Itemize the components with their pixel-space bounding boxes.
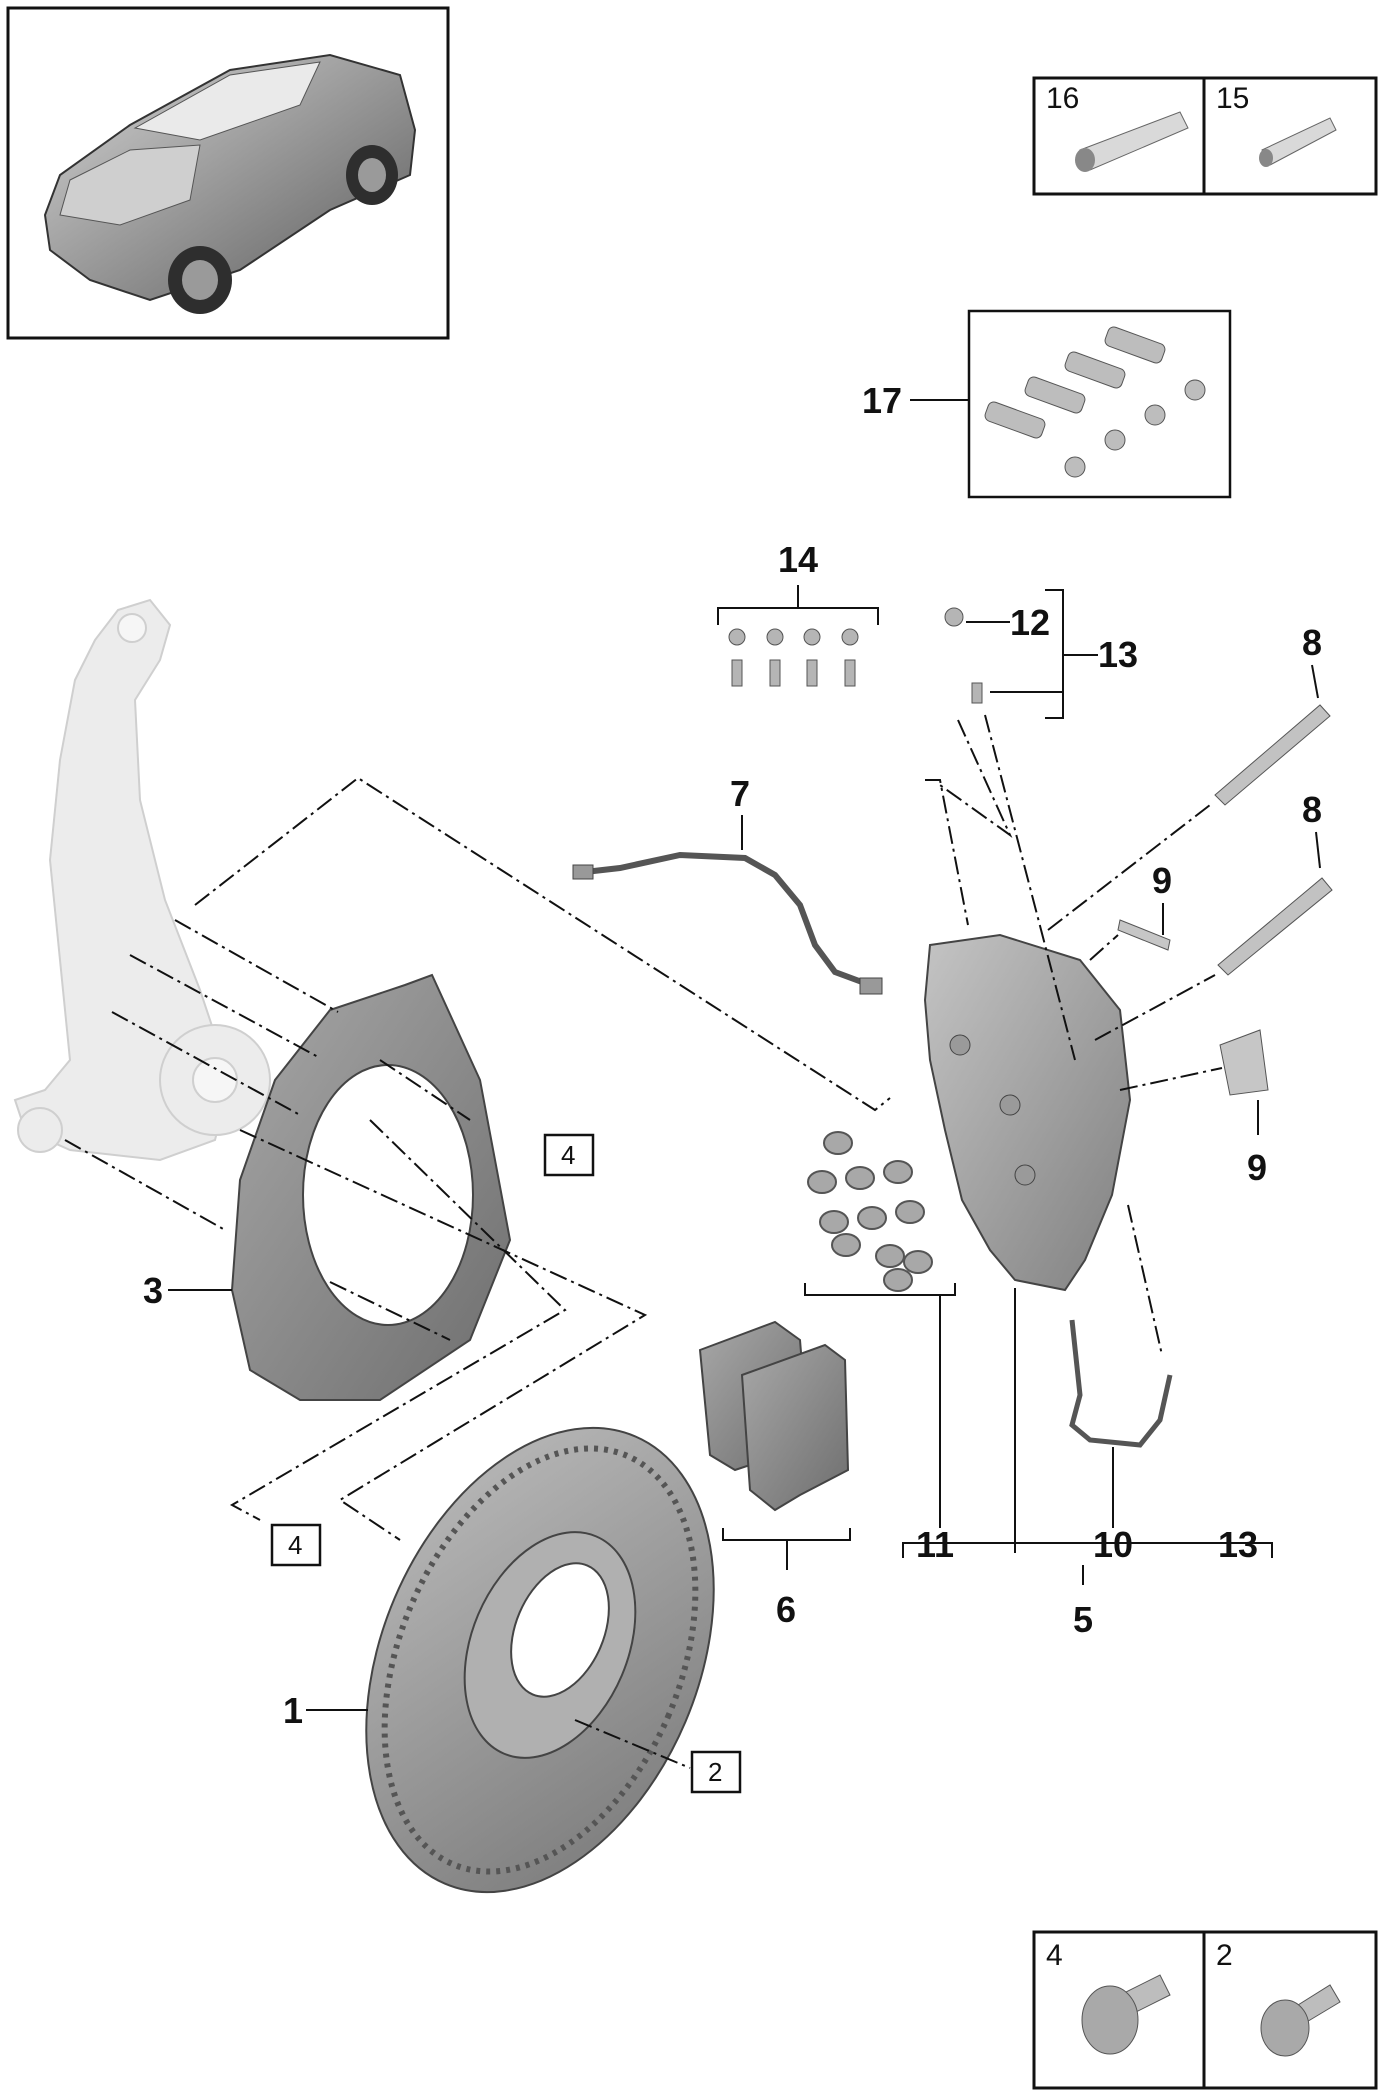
callout-6: 6 [776,1589,796,1630]
torx-screw-icon [1260,1984,1341,2057]
callout-9-top: 9 [1152,860,1172,901]
spring-clips-9: 9 9 [1117,860,1269,1188]
callout-1: 1 [283,1690,303,1731]
brake-caliper [923,933,1132,1292]
callout-14: 14 [778,539,818,580]
brake-line-10 [1069,1319,1173,1528]
callout-5: 5 [1073,1599,1093,1640]
assembly-lines [64,714,1223,1769]
guide-bolt-kit-17: 17 [862,309,1232,499]
brake-disc-1: 1 [283,1426,715,1894]
inset-label-2: 2 [1216,1939,1233,1972]
inset-label-16: 16 [1046,82,1079,115]
suv-icon [43,53,417,314]
vehicle-thumbnail [6,6,450,340]
callout-12: 12 [1010,602,1050,643]
callout-9-bottom: 9 [1247,1147,1267,1188]
callout-7: 7 [730,773,750,814]
callout-3: 3 [143,1270,163,1311]
boxed-ref-4-upper: 4 [543,1133,595,1177]
inset-label-15: 15 [1216,82,1249,115]
inset-label-4: 4 [1046,1939,1063,1972]
brake-pads-6: 6 [698,1320,851,1630]
bleed-screws-14: 14 [717,539,879,687]
callout-11: 11 [916,1524,954,1565]
callout-13-bottom: 13 [1218,1524,1258,1565]
boxed-ref-2: 2 [690,1750,742,1794]
callout-8-top: 8 [1302,622,1322,663]
callout-17: 17 [862,380,902,421]
callout-13-top: 13 [1098,634,1138,675]
svg-text:4: 4 [288,1530,302,1560]
flange-bolt-icon [1081,1974,1171,2055]
boxed-ref-4-lower: 4 [270,1523,322,1567]
callout-10: 10 [1093,1524,1133,1565]
bolt-set-icon [984,326,1206,478]
consumables-inset: 16 15 [1032,76,1378,196]
callout-8-bottom: 8 [1302,789,1322,830]
caliper-bolts-8: 8 8 [1214,622,1333,976]
fasteners-inset: 4 2 [1032,1930,1378,2090]
steering-knuckle [13,598,271,1162]
bleed-cap-12-13: 12 13 [944,589,1138,719]
grease-tube-large-icon [1075,111,1189,172]
dust-shield-3: 3 [143,973,512,1401]
svg-text:2: 2 [708,1757,722,1787]
svg-text:4: 4 [561,1140,575,1170]
grease-tube-small-icon [1259,117,1337,167]
seal-rings-11 [807,1131,933,1292]
wear-sensor-7: 7 [572,773,883,995]
